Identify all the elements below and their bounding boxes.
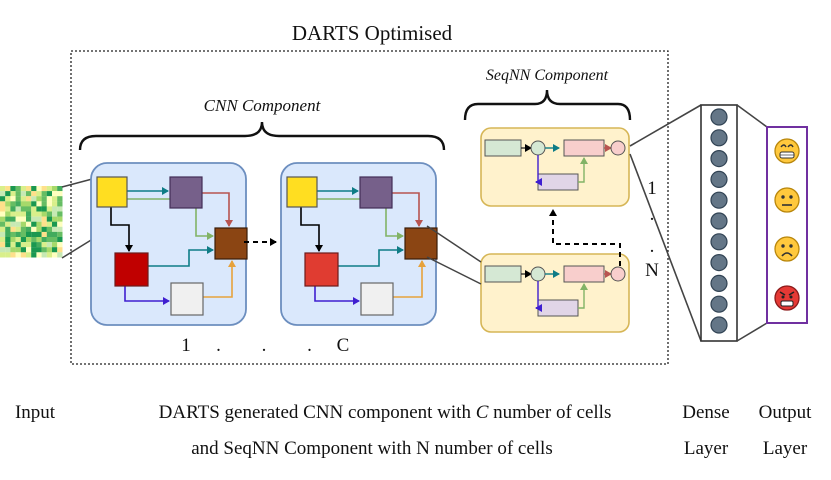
dense-layer xyxy=(700,104,738,342)
dense-neuron xyxy=(710,254,728,272)
seq-merge-node xyxy=(530,266,546,282)
node-gray xyxy=(360,282,394,316)
seqnn-brace xyxy=(463,89,632,121)
edge xyxy=(203,260,236,298)
dense-neuron xyxy=(710,295,728,313)
diagram-title: DARTS Optimised xyxy=(292,21,453,45)
node-output xyxy=(404,227,438,260)
node-purple xyxy=(169,176,203,209)
edge xyxy=(127,198,214,240)
node-input xyxy=(286,176,318,208)
edge xyxy=(578,283,588,309)
node-output xyxy=(214,227,248,260)
edge xyxy=(300,207,323,252)
grinning-face-icon xyxy=(774,138,800,164)
seqnn-to-dense-connector-top xyxy=(629,104,702,147)
seqnn-count-dot-2: . xyxy=(650,236,655,257)
seqnn-cell-bottom xyxy=(480,253,630,333)
seq-merge-node xyxy=(530,140,546,156)
dense-neuron xyxy=(710,316,728,334)
dense-neuron xyxy=(710,274,728,292)
frowning-face-icon xyxy=(774,236,800,262)
caption-dense-line2: Layer xyxy=(684,438,729,459)
caption-dense-line1: Dense xyxy=(682,402,729,423)
dense-to-output-connector-bottom xyxy=(736,322,768,342)
caption-output-line2: Layer xyxy=(763,438,808,459)
cnn-to-seqnn-connector-top xyxy=(426,225,482,263)
node-purple xyxy=(359,176,393,209)
seqnn-count-dot-1: . xyxy=(650,204,655,225)
node-red xyxy=(114,252,149,287)
cnn-count-last: C xyxy=(337,335,350,356)
cnn-component-label: CNN Component xyxy=(204,96,322,115)
output-layer xyxy=(766,126,808,324)
edge xyxy=(110,207,133,252)
dense-neuron xyxy=(710,150,728,168)
dense-neuron xyxy=(710,212,728,230)
node-input xyxy=(96,176,128,208)
seqnn-cell-top xyxy=(480,127,630,207)
caption-main-line1: DARTS generated CNN component with C num… xyxy=(159,402,612,423)
caption-main-line1-pre: DARTS generated CNN component with xyxy=(159,402,476,423)
edge xyxy=(338,246,404,267)
angry-face-icon xyxy=(774,285,800,311)
edge xyxy=(392,192,423,227)
seq-hidden-block xyxy=(537,299,579,317)
seq-input-block xyxy=(484,265,522,283)
cnn-brace xyxy=(78,121,446,151)
caption-main-line2: and SeqNN Component with N number of cel… xyxy=(191,438,552,459)
edge xyxy=(202,192,233,227)
seqnn-cell-link xyxy=(549,209,621,266)
dense-neuron xyxy=(710,233,728,251)
seq-hidden-block xyxy=(537,173,579,191)
seqnn-component-label: SeqNN Component xyxy=(486,67,609,84)
dense-neuron xyxy=(710,108,728,126)
seqnn-count-last: N xyxy=(645,260,659,281)
caption-main-line1-var: C xyxy=(476,402,489,423)
darts-optimised-boundary xyxy=(70,50,669,365)
edge xyxy=(124,286,170,305)
edge xyxy=(148,246,214,267)
dense-to-output-connector-top xyxy=(736,104,768,128)
edge xyxy=(317,198,404,240)
cnn-count-first: 1 xyxy=(181,335,191,356)
dense-neuron xyxy=(710,191,728,209)
input-heatmap xyxy=(0,186,63,258)
caption-main-line1-post: number of cells xyxy=(488,402,611,423)
seq-output-node xyxy=(610,266,626,282)
seq-state-block xyxy=(563,265,605,283)
dense-neuron xyxy=(710,129,728,147)
seqnn-count-first: 1 xyxy=(647,178,657,199)
edge xyxy=(393,260,426,298)
node-red xyxy=(304,252,339,287)
seqnn-to-dense-connector-bottom xyxy=(629,153,702,342)
cnn-cell-1 xyxy=(90,162,248,326)
seq-input-block xyxy=(484,139,522,157)
seq-output-node xyxy=(610,140,626,156)
neutral-face-icon xyxy=(774,187,800,213)
seq-state-block xyxy=(563,139,605,157)
edge xyxy=(578,157,588,183)
cnn-cell-c xyxy=(280,162,438,326)
edge xyxy=(314,286,360,305)
cnn-count-dots: . . . xyxy=(216,335,330,356)
node-gray xyxy=(170,282,204,316)
cnn-to-seqnn-connector-bottom xyxy=(426,256,482,285)
caption-output-line1: Output xyxy=(759,402,813,423)
dense-neuron xyxy=(710,170,728,188)
caption-input: Input xyxy=(15,402,56,423)
